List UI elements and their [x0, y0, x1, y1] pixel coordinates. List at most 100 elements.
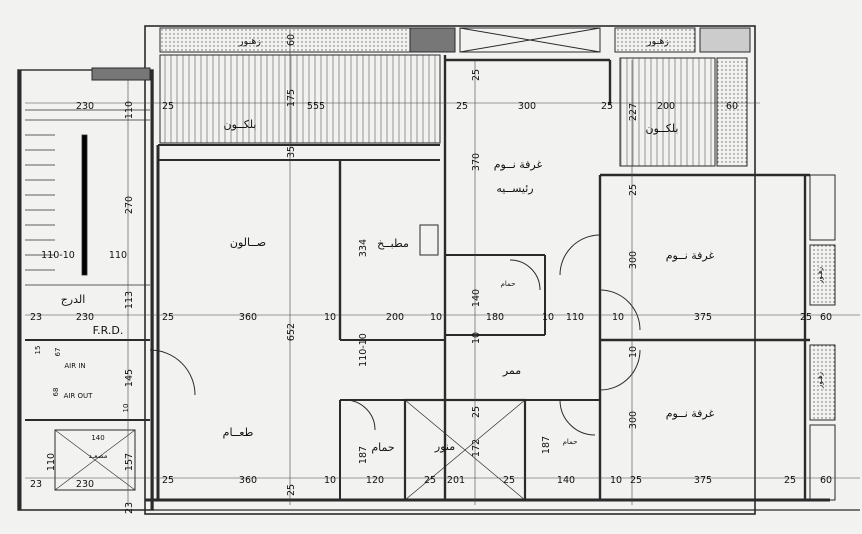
- dim-text: 201: [447, 475, 465, 486]
- dim-text: 25: [471, 69, 482, 81]
- stairs: [25, 109, 150, 286]
- dim-text: 60: [726, 101, 738, 112]
- dim-text: 23: [30, 479, 42, 490]
- dim-text: 25: [471, 406, 482, 418]
- frd-label: F.R.D.: [93, 324, 124, 337]
- dim-text: 10: [471, 332, 482, 344]
- dim-text: 110: [46, 453, 57, 471]
- dim-text: 375: [694, 475, 712, 486]
- dim-text: 157: [124, 453, 135, 471]
- dim-text: 175: [286, 89, 297, 107]
- dim-text: 10: [628, 346, 639, 358]
- dim-text: 25: [162, 312, 174, 323]
- dim-text: 10: [430, 312, 442, 323]
- dim-text: 25: [784, 475, 796, 486]
- dim-text: 187: [541, 436, 552, 454]
- dimension-lines: [25, 30, 860, 505]
- dim-text: 35: [286, 146, 297, 158]
- dim-text: 110-10: [358, 333, 369, 367]
- dim-text: 25: [503, 475, 515, 486]
- dim-text: 200: [386, 312, 404, 323]
- bedroom2-label: غرفة نــوم: [666, 407, 715, 420]
- dim-text: 360: [239, 312, 257, 323]
- corridor-label: ممر: [502, 364, 521, 377]
- flowers-side-1-label: زهـور: [816, 267, 824, 284]
- dim-text: 25: [800, 312, 812, 323]
- dim-text: 110-10: [41, 250, 75, 261]
- dim-text: 300: [628, 411, 639, 429]
- dim-text: 230: [76, 479, 94, 490]
- vertical-dimensions: 60 175 35 652 25 25 370 140 10 25 172 22…: [34, 34, 639, 514]
- dim-text: 25: [162, 475, 174, 486]
- dim-text: 25: [424, 475, 436, 486]
- dim-text: 300: [628, 251, 639, 269]
- dim-text: 145: [124, 369, 135, 387]
- dim-text: 230: [76, 312, 94, 323]
- flowers-top-left-label: زهـور: [238, 36, 261, 47]
- dim-text: 375: [694, 312, 712, 323]
- flowers-side-2-label: زهـور: [816, 372, 824, 389]
- room-labels: صــالون طعــام مطبــخ غرفة نــوم رئيســي…: [61, 36, 824, 460]
- dim-text: 120: [366, 475, 384, 486]
- dim-text: 25: [630, 475, 642, 486]
- flowers-top-right-label: زهـور: [646, 36, 669, 47]
- dim-text: 25: [601, 101, 613, 112]
- dim-text: 67: [54, 348, 62, 357]
- dim-text: 25: [162, 101, 174, 112]
- dim-text: 140: [91, 434, 104, 442]
- dim-text: 334: [358, 239, 369, 257]
- dim-text: 270: [124, 196, 135, 214]
- dim-text: 187: [358, 446, 369, 464]
- dim-text: 110: [566, 312, 584, 323]
- dim-text: 25: [456, 101, 468, 112]
- dim-text: 110: [109, 250, 127, 261]
- master-bedroom-sublabel: رئيســيه: [496, 182, 533, 195]
- dim-text: 68: [52, 388, 60, 397]
- planters: [91, 27, 836, 501]
- dim-text: 110: [124, 101, 135, 119]
- dim-text: 140: [471, 289, 482, 307]
- dim-text: 25: [286, 484, 297, 496]
- dim-text: 10: [542, 312, 554, 323]
- balcony-left-label: بلكــون: [224, 118, 257, 131]
- walls: [17, 25, 860, 515]
- dining-label: طعــام: [223, 426, 254, 439]
- dim-text: 555: [307, 101, 325, 112]
- dim-text: 172: [471, 439, 482, 457]
- dim-text: 10: [324, 312, 336, 323]
- bedroom1-label: غرفة نــوم: [666, 249, 715, 262]
- dim-text: 227: [628, 103, 639, 121]
- air-in-label: AIR IN: [64, 362, 85, 370]
- master-bedroom-label: غرفة نــوم: [494, 158, 543, 171]
- dim-text: 23: [124, 502, 135, 514]
- elevator-label: مصعـد: [89, 452, 108, 460]
- dim-text: 10: [122, 404, 130, 413]
- shaft-label: منور: [434, 440, 455, 453]
- balcony-right-label: بلكــون: [646, 122, 679, 135]
- air-out-label: AIR OUT: [64, 392, 94, 400]
- bath-small2-label: حمام: [563, 438, 578, 446]
- dim-text: 23: [30, 312, 42, 323]
- bath-main-label: حمام: [371, 441, 394, 454]
- dim-text: 10: [612, 312, 624, 323]
- horizontal-dimensions: 230 25 555 25 300 25 200 60 110-10 110 2…: [30, 101, 832, 490]
- dim-text: 60: [820, 475, 832, 486]
- kitchen-label: مطبــخ: [377, 237, 409, 250]
- dim-text: 230: [76, 101, 94, 112]
- dim-text: 25: [628, 184, 639, 196]
- dim-text: 15: [34, 346, 42, 355]
- dim-text: 180: [486, 312, 504, 323]
- dim-text: 200: [657, 101, 675, 112]
- dim-text: 140: [557, 475, 575, 486]
- dim-text: 652: [286, 323, 297, 341]
- salon-label: صــالون: [230, 236, 266, 249]
- dim-text: 360: [239, 475, 257, 486]
- dim-text: 60: [820, 312, 832, 323]
- stairs-label: الدرج: [61, 293, 86, 306]
- dim-text: 113: [124, 291, 135, 309]
- dim-text: 60: [286, 34, 297, 46]
- dim-text: 370: [471, 153, 482, 171]
- dim-text: 300: [518, 101, 536, 112]
- doors: [149, 234, 641, 436]
